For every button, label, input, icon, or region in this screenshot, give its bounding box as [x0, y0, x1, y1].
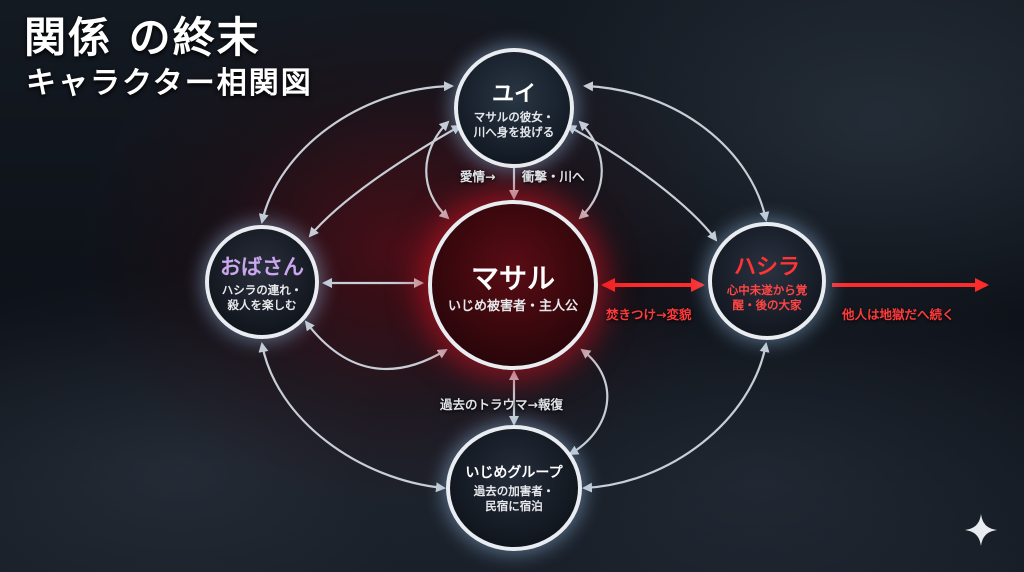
- link-masaru-bully-right: [568, 348, 609, 455]
- link-yui-masaru-right: [578, 120, 603, 220]
- link-hashira-bully: [582, 342, 770, 493]
- link-obasan-masaru-lower: [304, 320, 448, 371]
- node-hashira-desc-2: 醒・後の大家: [732, 298, 802, 312]
- sparkle-icon: [965, 514, 997, 546]
- node-obasan-name: おばさん: [220, 255, 304, 279]
- link-obasan-bully: [258, 342, 446, 493]
- node-obasan: おばさん ハシラの連れ・ 殺人を楽しむ: [205, 225, 319, 339]
- edge-label-yui-to-masaru: 愛情→: [460, 169, 496, 184]
- node-masaru-desc: いじめ被害者・主人公: [447, 298, 578, 314]
- page-title: 関係 の終末: [24, 13, 261, 62]
- edge-label-bully-masaru: 過去のトラウマ→報復: [440, 397, 563, 412]
- node-hashira-name: ハシラ: [733, 255, 800, 280]
- node-obasan-desc-1: ハシラの連れ・: [221, 283, 303, 297]
- node-bully-group: いじめグループ 過去の加害者・ 民宿に宿泊: [446, 425, 582, 551]
- node-bully-group-desc-1: 過去の加害者・: [473, 484, 555, 498]
- node-yui-desc-2: 川へ身を投げる: [473, 125, 555, 139]
- node-yui-desc-1: マサルの彼女・: [473, 110, 555, 124]
- link-yui-obasan: [258, 81, 454, 224]
- node-yui-name: ユイ: [491, 82, 536, 107]
- node-bully-group-desc-2: 民宿に宿泊: [485, 499, 543, 513]
- node-bully-group-name: いじめグループ: [465, 465, 563, 481]
- link-yui-obasan-inner: [308, 125, 462, 238]
- node-obasan-desc-2: 殺人を楽しむ: [227, 298, 297, 312]
- edge-label-hashira-out: 他人は地獄だへ続く: [842, 307, 955, 322]
- node-hashira-desc-1: 心中未遂から覚: [726, 283, 808, 297]
- node-yui: ユイ マサルの彼女・ 川へ身を投げる: [454, 48, 574, 168]
- node-masaru-name: マサル: [470, 261, 555, 295]
- edge-label-masaru-hashira: 焚きつけ→変貌: [606, 307, 692, 322]
- link-yui-masaru-left: [425, 120, 450, 220]
- node-hashira: ハシラ 心中未遂から覚 醒・後の大家: [708, 222, 826, 340]
- page-subtitle: キャラクター相関図: [26, 66, 313, 101]
- node-masaru: マサル いじめ被害者・主人公: [428, 200, 598, 370]
- edge-label-masaru-to-yui: 衝撃・川へ: [522, 169, 585, 184]
- link-yui-hashira-inner: [566, 125, 718, 242]
